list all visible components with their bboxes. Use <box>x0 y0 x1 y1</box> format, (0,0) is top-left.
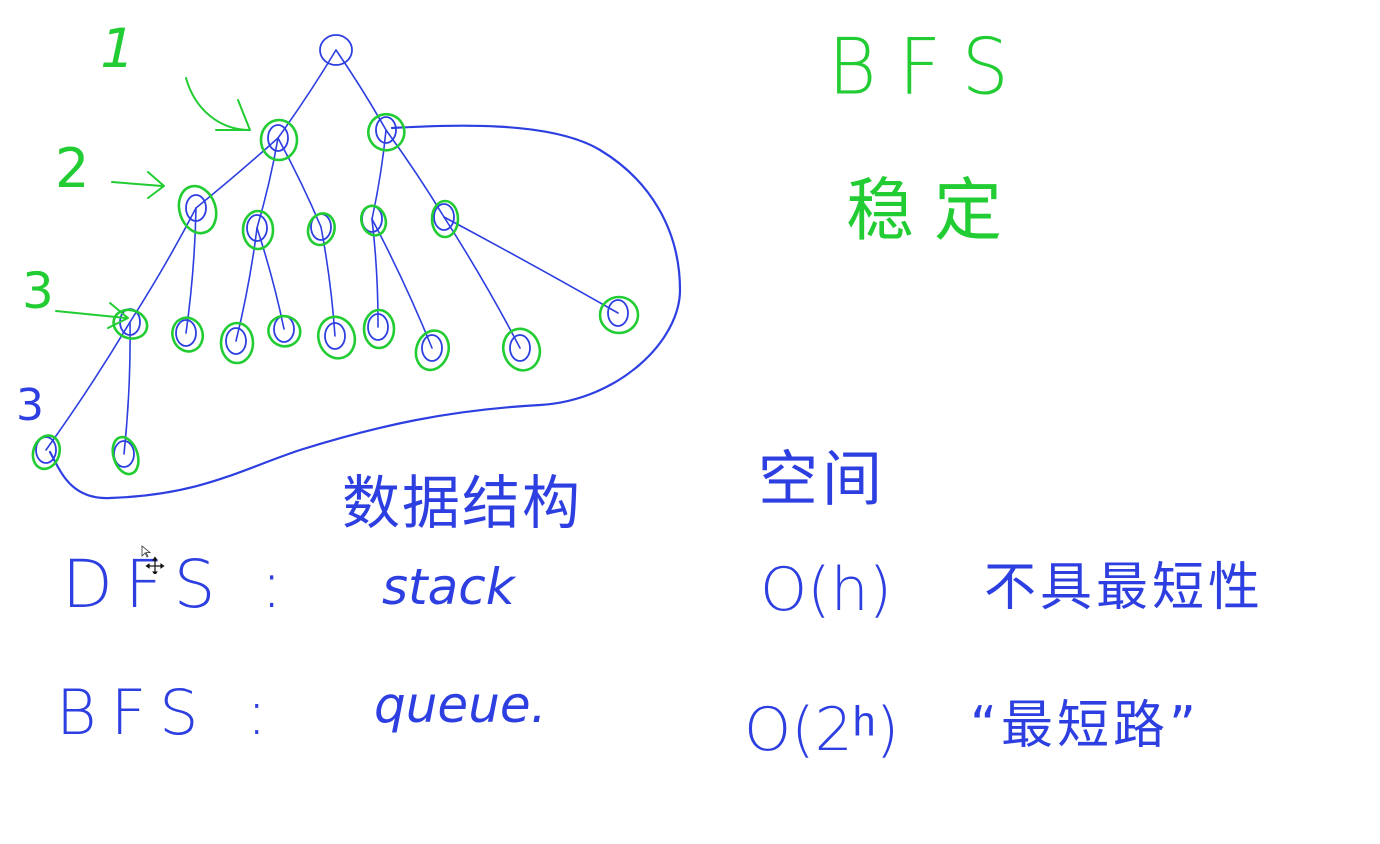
tree-edges <box>45 49 619 455</box>
row-bfs-space: O(2ʰ) <box>744 695 900 765</box>
tree-nodes <box>31 34 640 476</box>
tree-edge <box>320 226 336 337</box>
tree-node <box>319 34 353 66</box>
tree-edge <box>371 218 433 349</box>
tree-edge <box>385 129 445 218</box>
tree-edge <box>256 227 285 330</box>
column-header-space: 空间 <box>758 445 886 515</box>
level-number-2: 2 <box>55 137 90 200</box>
visited-node-ring <box>219 321 255 365</box>
level-number-3: 3 <box>22 262 54 320</box>
tree-edge <box>123 321 131 455</box>
tree-edge <box>256 137 279 229</box>
arrow-to-level-2 <box>111 171 165 199</box>
visited-node-ring <box>177 184 218 235</box>
level-number-3-lower: 3 <box>16 380 44 431</box>
tree-node <box>607 299 629 327</box>
row-dfs-space: O(h) <box>760 555 893 625</box>
visited-node-ring <box>241 209 275 251</box>
visited-node-ring <box>111 435 140 476</box>
visited-node-ring <box>430 199 460 239</box>
arrow-to-level-3 <box>55 302 129 329</box>
column-header-data-structure: 数据结构 <box>342 469 583 537</box>
arrow-to-level-1 <box>185 77 251 131</box>
tree-edge <box>129 207 197 323</box>
level-arrows <box>55 77 251 329</box>
row-bfs-property: “最短路” <box>970 696 1200 756</box>
visited-node-ring <box>31 434 62 471</box>
visited-node-ring <box>259 118 299 162</box>
tree-node <box>324 322 346 350</box>
visited-node-ring <box>267 314 302 348</box>
visited-node-ring <box>171 316 205 353</box>
visited-node-ring <box>316 315 357 360</box>
tree-node <box>225 327 247 355</box>
row-dfs-property: 不具最短性 <box>984 558 1265 618</box>
tree-edge <box>45 321 131 451</box>
tree-edge <box>335 49 387 131</box>
visited-node-ring <box>112 308 149 340</box>
tree-node <box>433 203 455 231</box>
visited-node-ring <box>367 112 406 152</box>
heading-bfs: BFS <box>828 21 1031 113</box>
tree-node <box>375 116 397 144</box>
tree-node <box>246 214 268 242</box>
move-cursor-icon <box>141 545 165 574</box>
tree-node <box>421 334 443 362</box>
tree-node <box>367 313 389 341</box>
row-dfs-algo: DFS : <box>62 546 295 623</box>
tree-edge <box>277 137 322 228</box>
tree-node <box>509 334 531 362</box>
tree-node <box>185 194 207 222</box>
visited-node-ring <box>598 295 640 335</box>
visited-node-ring <box>362 308 396 350</box>
tree-node <box>267 124 289 152</box>
tree-edge <box>371 129 387 220</box>
tree-edge <box>371 218 379 328</box>
visited-node-ring <box>501 327 542 372</box>
visited-node-ring <box>359 204 388 237</box>
visited-node-ring <box>414 329 451 372</box>
row-dfs-structure: stack <box>382 558 515 616</box>
traversal-loop-curve <box>48 124 682 500</box>
heading-stable: 稳定 <box>846 172 1023 251</box>
visited-node-ring <box>306 212 336 247</box>
tree-edge <box>443 216 619 314</box>
row-bfs-algo: BFS : <box>56 676 282 749</box>
row-bfs-structure: queue. <box>374 676 547 734</box>
tree-node <box>175 319 197 347</box>
